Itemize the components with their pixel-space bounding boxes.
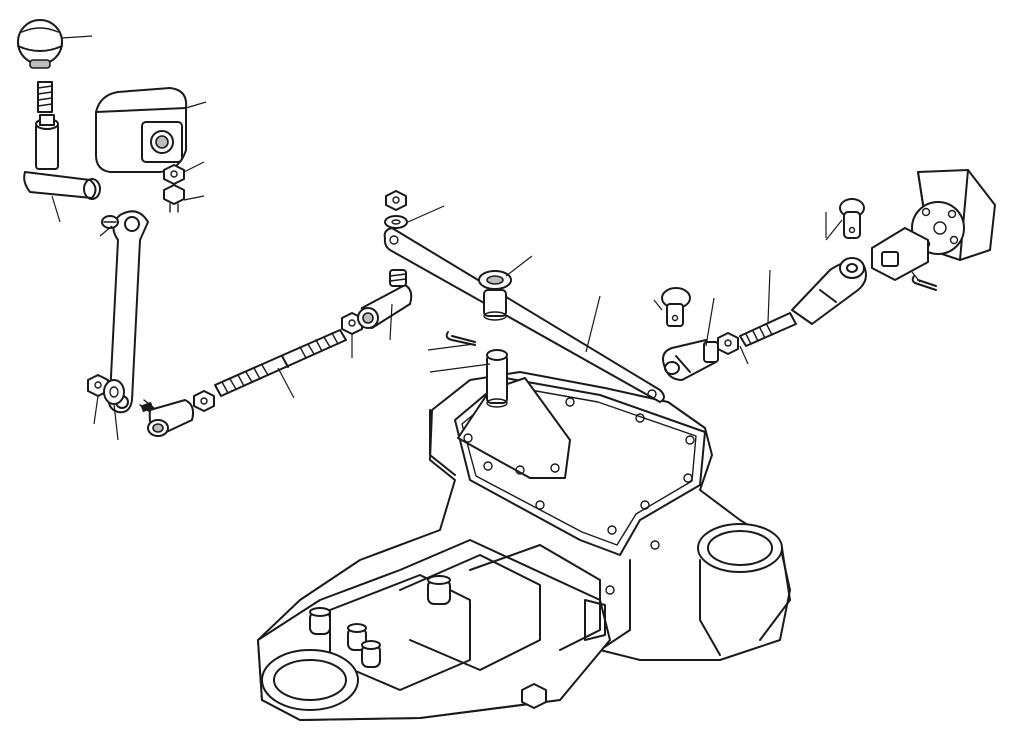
- washer-icon: [384, 215, 408, 229]
- flange-icon: [871, 169, 996, 281]
- shift-lever: [23, 81, 101, 200]
- cotter-pin-icon: [445, 331, 476, 346]
- cross-bar: [383, 227, 665, 403]
- hex-nut-icon: [193, 390, 215, 412]
- clevis-pin-icon: [839, 198, 865, 239]
- leader-lines: [51, 35, 921, 441]
- hex-nut-icon: [717, 332, 739, 355]
- rail-studs: [309, 575, 451, 668]
- ball-joint-icon: [139, 399, 195, 437]
- hex-nut-icon: [341, 312, 363, 335]
- ball-knob-icon: [17, 19, 63, 69]
- link-arm: [108, 210, 149, 414]
- threaded-rod-icon: [214, 329, 347, 397]
- ball-joint-icon: [357, 269, 413, 329]
- washer-icon: [103, 379, 125, 405]
- pin-icon: [101, 215, 119, 229]
- clevis-icon: [791, 257, 867, 325]
- threaded-rod-icon: [739, 312, 797, 347]
- lever-thread-icon: [37, 81, 53, 113]
- hex-nut-icon: [385, 190, 407, 211]
- hex-nut-icon: [163, 164, 185, 185]
- clevis-pin-icon: [661, 287, 691, 327]
- selector-rails: [257, 539, 611, 721]
- clevis-icon: [662, 339, 719, 381]
- pivot-shaft: [486, 349, 508, 408]
- housing-bolt-holes: [465, 385, 695, 595]
- transmission-housing: [257, 371, 791, 721]
- bushing-icon: [478, 270, 512, 321]
- cotter-pin-icon: [911, 275, 937, 291]
- lever-housing-icon: [95, 87, 188, 173]
- bolt-icon: [163, 184, 185, 213]
